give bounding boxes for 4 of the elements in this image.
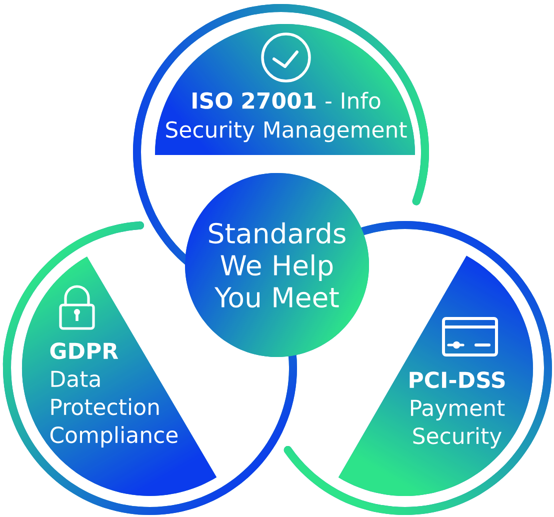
segment-label: PCI-DSS Payment Security xyxy=(410,372,505,448)
segment-label: GDPR Data Protection Compliance xyxy=(50,342,178,448)
title-text: Standards We Help You Meet xyxy=(209,222,346,308)
segment-label: ISO 27001 - Info Security Management xyxy=(166,92,407,142)
